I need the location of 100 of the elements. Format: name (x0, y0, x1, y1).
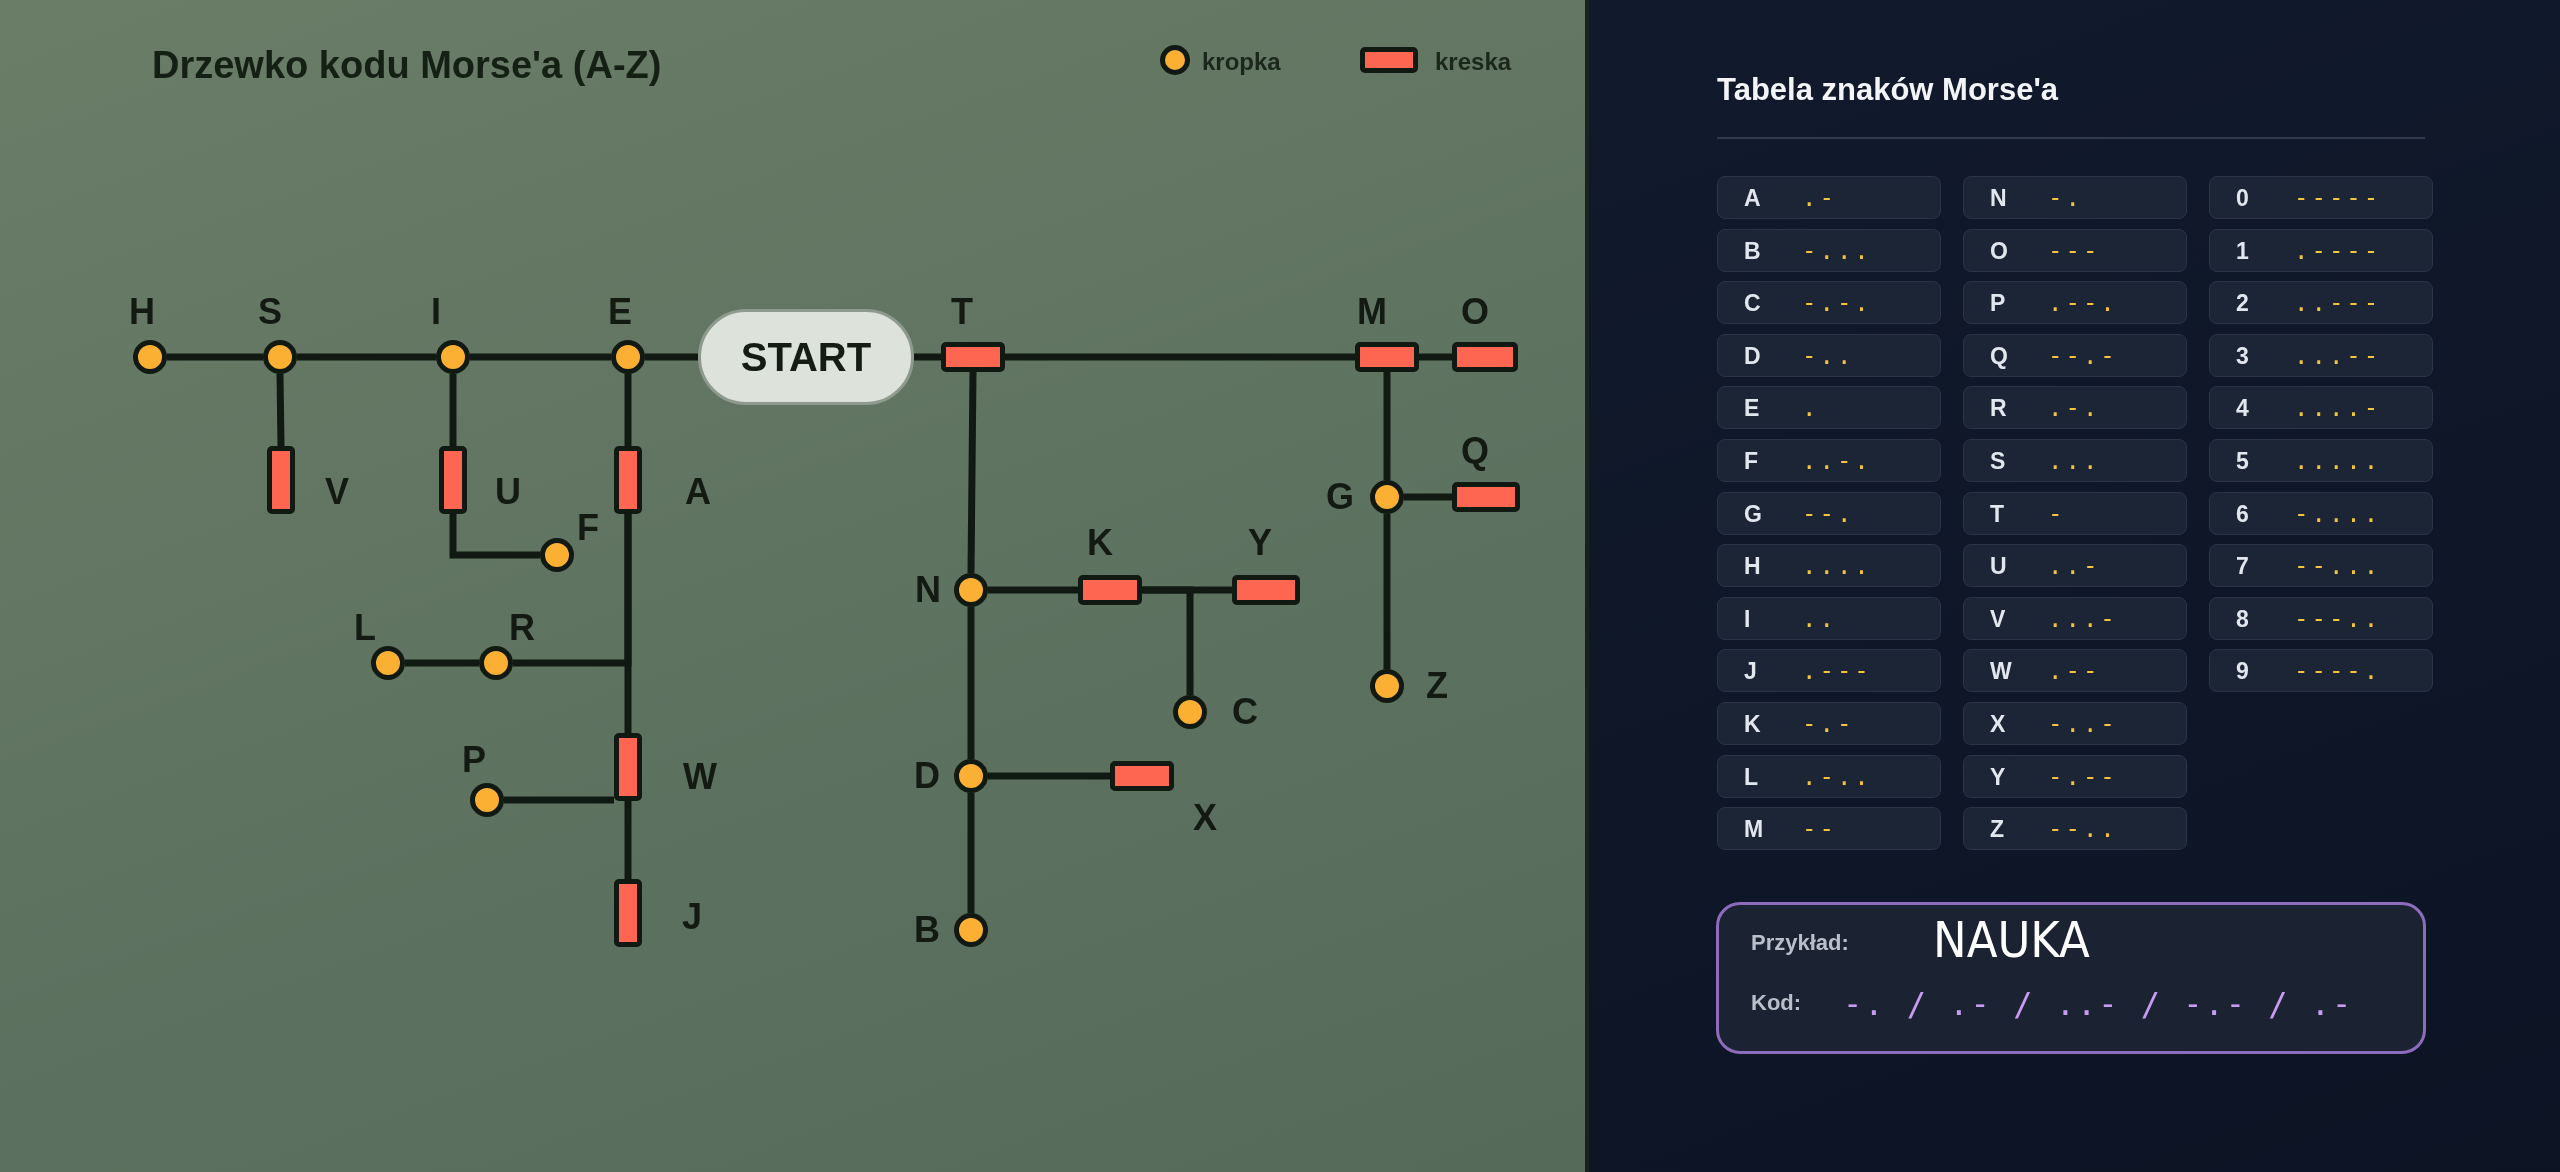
letter-label: F (577, 510, 599, 546)
dot-marker (540, 538, 574, 572)
character-label: Q (1990, 343, 2008, 370)
character-label: D (1744, 343, 1761, 370)
connector-line (988, 586, 1078, 594)
table-row-card (1963, 807, 2187, 851)
table-row-card (1963, 702, 2187, 745)
morse-code: -..- (2048, 711, 2118, 738)
morse-code: .- (1802, 185, 1837, 212)
letter-label: A (685, 474, 711, 510)
morse-code: ..-. (1802, 448, 1872, 475)
legend-label: kreska (1435, 48, 1512, 76)
morse-code: ..- (2048, 553, 2101, 580)
table-row-card (1963, 333, 2187, 377)
table-row-card (1717, 807, 1941, 851)
connector-line (624, 514, 632, 733)
morse-code: ....- (2294, 395, 2382, 422)
table-row-card (1717, 176, 1941, 219)
character-label: I (1744, 606, 1751, 633)
character-label: 4 (2236, 396, 2249, 422)
table-row-card (2209, 386, 2433, 430)
dot-marker (479, 646, 513, 680)
connector-line (624, 801, 632, 879)
character-label: Y (1990, 764, 2006, 790)
morse-code: ----- (2294, 185, 2382, 212)
example-card (1716, 902, 2426, 1054)
morse-code: -- (1802, 816, 1837, 843)
morse-code: - (2048, 500, 2066, 527)
morse-code: -.- (1802, 711, 1855, 738)
table-row-card (1963, 228, 2187, 272)
table-row-card (1717, 439, 1941, 482)
table-row-card (1717, 754, 1941, 798)
table-row-card (1717, 596, 1941, 640)
character-label: R (1990, 396, 2007, 422)
character-label: K (1744, 712, 1761, 738)
character-label: G (1744, 501, 1762, 527)
morse-code: -.. (1802, 342, 1855, 370)
dot-marker (1173, 695, 1207, 729)
morse-code: ..--- (2294, 290, 2382, 317)
dot-marker (263, 340, 297, 374)
letter-label: I (431, 294, 441, 330)
character-label: A (1744, 186, 1761, 212)
connector-line (1005, 353, 1355, 361)
morse-code: --- (2048, 237, 2101, 264)
table-row-card (1717, 333, 1941, 377)
dot-marker (133, 340, 167, 374)
character-label: F (1744, 449, 1759, 475)
morse-code: -.... (2294, 500, 2382, 527)
character-label: Z (1990, 817, 2005, 843)
table-row-card (1717, 386, 1941, 430)
connector-line (1383, 514, 1391, 669)
table-row-card (1963, 544, 2187, 588)
letter-label: E (608, 294, 632, 330)
morse-code: ... (2048, 448, 2101, 475)
connector-line (1142, 586, 1194, 695)
morse-code: -.-- (2048, 763, 2118, 790)
character-label: N (1990, 186, 2007, 212)
table-row-card (1963, 386, 2187, 430)
table-row-card (1963, 754, 2187, 798)
table-row-card (1717, 491, 1941, 535)
connector-line (167, 353, 263, 361)
dash-marker (267, 446, 295, 514)
character-label: O (1990, 238, 2008, 264)
dash-marker (614, 879, 642, 947)
table-row-card (2209, 228, 2433, 272)
letter-label: Y (1248, 525, 1272, 561)
character-label: 3 (2236, 343, 2249, 370)
letter-label: P (462, 742, 486, 778)
character-label: X (1990, 712, 2006, 738)
character-label: B (1744, 238, 1761, 264)
dot-marker (954, 759, 988, 793)
dash-marker (614, 446, 642, 514)
character-label: 8 (2236, 606, 2249, 633)
dot-marker (371, 646, 405, 680)
dot-marker (954, 573, 988, 607)
connector-line (449, 374, 457, 446)
connector-line (967, 793, 975, 913)
character-label: V (1990, 606, 2006, 633)
dot-marker (611, 340, 645, 374)
dash-marker (1452, 482, 1520, 512)
table-row-card (2209, 544, 2433, 588)
morse-code: --.. (2048, 816, 2118, 843)
letter-label: U (495, 474, 521, 510)
connector-line (1404, 493, 1452, 501)
letter-label: C (1232, 694, 1258, 730)
character-label: H (1744, 554, 1761, 580)
table-row-card (2209, 649, 2433, 693)
morse-code: .--. (2048, 290, 2118, 317)
connector-line (405, 659, 479, 667)
letter-label: D (914, 758, 940, 794)
letter-label: N (915, 572, 941, 608)
table-row-card (1963, 491, 2187, 535)
letter-label: G (1326, 479, 1354, 515)
letter-label: H (129, 294, 155, 330)
table-row-card (2209, 439, 2433, 482)
character-label: 0 (2236, 186, 2249, 212)
table-row-card (1963, 649, 2187, 693)
character-label: S (1990, 449, 2006, 475)
table-title: Tabela znaków Morse'a (1717, 72, 2058, 108)
morse-code: --. (1802, 500, 1855, 527)
